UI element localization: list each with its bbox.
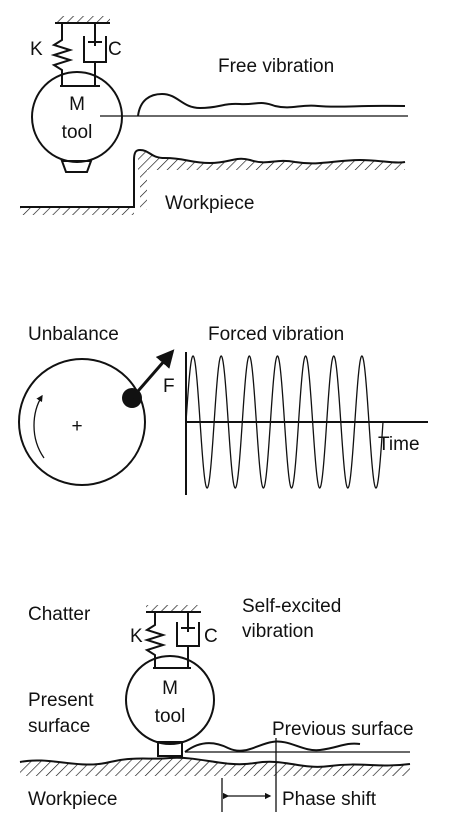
force-arrow: [130, 349, 175, 399]
damper: [83, 23, 107, 86]
chatter-subtitle-2: vibration: [242, 621, 314, 642]
chatter-workpiece-label: Workpiece: [28, 789, 117, 810]
spring-label: K: [30, 39, 43, 60]
present-surface-line2: surface: [28, 716, 90, 737]
spring: [50, 23, 74, 86]
forced-vibration-panel: Unbalance F + Forced vibration Time: [18, 324, 428, 495]
damper-label: C: [108, 39, 122, 60]
rotation-arrow: [33, 394, 45, 459]
chatter-cutting-tool: [157, 741, 183, 757]
chatter-tool-mass: [125, 655, 215, 745]
cutting-tool: [60, 160, 93, 173]
chatter-damper: [176, 612, 200, 668]
workpiece-profile: [20, 148, 406, 215]
chatter-damper-label: C: [204, 626, 218, 647]
chatter-ceiling-hatch: [146, 605, 201, 613]
chatter-mass-label: M: [162, 678, 178, 699]
free-vibration-title: Free vibration: [218, 56, 334, 77]
chatter-spring-label: K: [130, 626, 143, 647]
rotor-center-mark: +: [71, 416, 82, 437]
time-label: Time: [378, 434, 420, 455]
forced-vibration-title: Forced vibration: [208, 324, 344, 345]
chatter-spring: [143, 612, 167, 668]
free-vibration-panel: K C M tool Free vibration Workpiece: [20, 16, 408, 215]
forced-vibration-wave: [185, 355, 384, 489]
present-surface-line1: Present: [28, 690, 94, 711]
previous-surface-wave: [184, 740, 361, 753]
chatter-mass-sublabel: tool: [155, 706, 186, 727]
mass-label: M: [69, 94, 85, 115]
ceiling-hatch: [55, 16, 110, 24]
force-label: F: [163, 376, 175, 397]
chatter-title: Chatter: [28, 604, 91, 625]
free-vibration-trace: [137, 92, 406, 117]
chatter-subtitle-1: Self-excited: [242, 596, 341, 617]
chatter-workpiece: [19, 756, 411, 776]
mass-sublabel: tool: [62, 122, 93, 143]
workpiece-label: Workpiece: [165, 193, 254, 214]
previous-surface-label: Previous surface: [272, 719, 414, 740]
chatter-panel: Chatter Self-excited vibration K C M too…: [19, 596, 414, 812]
phase-shift-label: Phase shift: [282, 789, 377, 810]
rotor-circle: [18, 358, 146, 486]
unbalance-title: Unbalance: [28, 324, 119, 345]
